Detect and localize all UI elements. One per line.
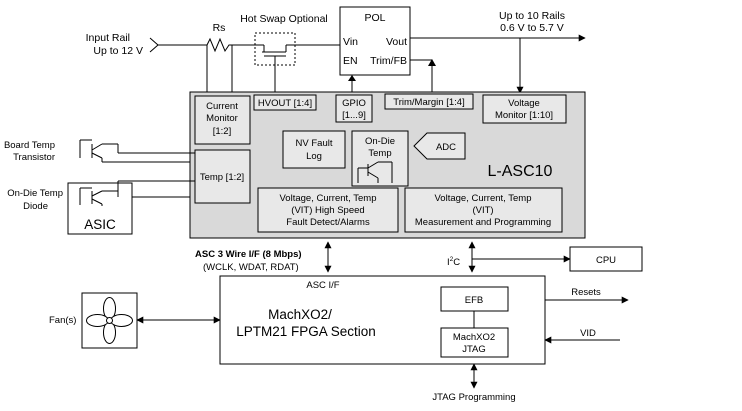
voltage-monitor-line2: Monitor [1:10]: [495, 110, 553, 121]
vit-measurement-line3: Measurement and Programming: [415, 217, 551, 228]
rails-label-2: 0.6 V to 5.7 V: [500, 22, 564, 34]
pol-trim-fb: Trim/FB: [370, 55, 407, 67]
board-temp-label-2: Transistor: [13, 152, 55, 163]
input-rail-label-2: Up to 12 V: [93, 45, 143, 57]
temp-label: Temp [1:2]: [200, 172, 244, 183]
asic-diode-icon: [79, 187, 119, 206]
cpu-box: [569, 246, 643, 272]
jtag-line2: JTAG: [462, 344, 486, 355]
current-monitor-line1: Current: [206, 101, 238, 112]
nv-fault-log-line2: Log: [306, 151, 322, 162]
i2c-label: I2C: [447, 256, 460, 268]
pol-vin: Vin: [343, 36, 358, 48]
resets-label: Resets: [571, 287, 601, 298]
efb-label: EFB: [465, 295, 483, 306]
voltage-monitor-box: [482, 94, 567, 124]
asc3wire-label: ASC 3 Wire I/F (8 Mbps): [195, 249, 302, 260]
on-die-temp-line2: Temp: [368, 148, 391, 159]
gpio-box: [335, 94, 373, 123]
current-monitor-line2: Monitor: [206, 113, 238, 124]
l-asc10-title: L-ASC10: [488, 163, 553, 180]
asic-label: ASIC: [84, 217, 116, 232]
efb-box: [440, 286, 509, 312]
vit-measurement-box: [404, 187, 563, 233]
on-die-temp-box: [351, 130, 409, 187]
trim-margin-label: Trim/Margin [1:4]: [393, 97, 464, 108]
gpio-label-1: GPIO: [342, 98, 366, 109]
fpga-title-line1: MachXO2/: [268, 307, 332, 322]
board-temp-transistor-icon: [79, 139, 119, 162]
nv-fault-log-box: [282, 130, 346, 169]
sense-resistor-icon: [206, 37, 232, 53]
vit-high-speed-line3: Fault Detect/Alarms: [286, 217, 370, 228]
asc-if-label: ASC I/F: [306, 280, 339, 291]
on-die-temp-line1: On-Die: [365, 136, 395, 147]
fans-label: Fan(s): [49, 315, 76, 326]
hot-swap-label: Hot Swap Optional: [240, 13, 328, 25]
asc3wire-signals: (WCLK, WDAT, RDAT): [203, 262, 299, 273]
cpu-label: CPU: [596, 255, 616, 266]
adc-block: [413, 132, 466, 160]
current-monitor-line3: [1:2]: [213, 126, 232, 137]
vit-high-speed-box: [257, 187, 399, 233]
gpio-en-arrowhead: [348, 75, 356, 81]
nv-fault-log-line1: NV Fault: [296, 138, 333, 149]
on-die-temp-diode-label-2: Diode: [23, 201, 48, 212]
mosfet-icon: [255, 44, 295, 92]
input-rail-chevron: [149, 37, 159, 53]
hvout-label: HVOUT [1:4]: [258, 98, 312, 109]
current-monitor-box: [194, 95, 251, 145]
jtag-programming-label: JTAG Programming: [432, 392, 515, 403]
adc-label: ADC: [436, 142, 456, 153]
hvout-box: [253, 94, 317, 111]
trim-margin-box: [384, 93, 474, 110]
vit-high-speed-line1: Voltage, Current, Temp: [280, 193, 377, 204]
gpio-label-2: [1...9]: [342, 110, 366, 121]
pol-vout: Vout: [386, 36, 407, 48]
on-die-temp-diode-label-1: On-Die Temp: [7, 188, 63, 199]
pol-en: EN: [343, 55, 358, 67]
vit-high-speed-line2: (VIT) High Speed: [291, 205, 364, 216]
rails-label-1: Up to 10 Rails: [499, 10, 565, 22]
temp-box: [194, 149, 251, 204]
pol-title: POL: [364, 12, 385, 24]
vit-measurement-line1: Voltage, Current, Temp: [435, 193, 532, 204]
vit-measurement-line2: (VIT): [472, 205, 493, 216]
fpga-title-line2: LPTM21 FPGA Section: [236, 324, 376, 339]
fan-icon: [86, 297, 133, 344]
input-rail-label-1: Input Rail: [86, 32, 130, 44]
trim-arrowhead: [428, 59, 436, 66]
vid-label: VID: [580, 328, 596, 339]
voltage-monitor-line1: Voltage: [508, 98, 540, 109]
jtag-box: [440, 327, 509, 358]
rs-label: Rs: [213, 22, 226, 34]
board-temp-label-1: Board Temp: [4, 140, 55, 151]
pol-box: [339, 6, 411, 76]
on-die-transistor-icon: [357, 161, 393, 183]
jtag-line1: MachXO2: [453, 332, 495, 343]
